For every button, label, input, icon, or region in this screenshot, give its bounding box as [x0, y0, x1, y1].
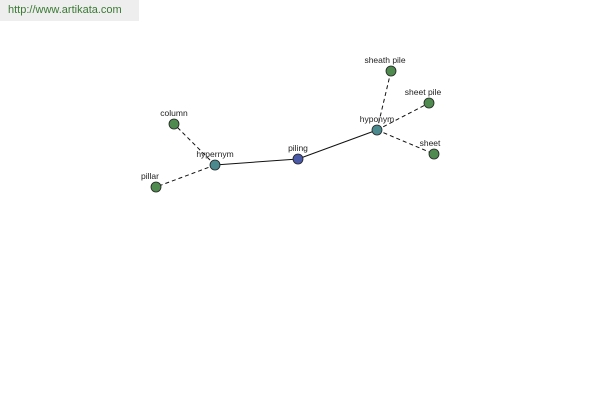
node-sheath-pile[interactable]	[385, 65, 397, 77]
graph-nodes	[150, 65, 440, 193]
label-sheath-pile[interactable]: sheath pile	[364, 55, 405, 65]
edge-piling-hyponym	[297, 129, 378, 160]
node-sheet-pile[interactable]	[423, 97, 435, 109]
label-hyponym[interactable]: hyponym	[360, 114, 395, 124]
label-pillar[interactable]: pillar	[141, 171, 159, 181]
node-column[interactable]	[168, 118, 180, 130]
label-sheet-pile[interactable]: sheet pile	[405, 87, 442, 97]
edge-hypernym-pillar	[155, 164, 216, 188]
node-pillar[interactable]	[150, 181, 162, 193]
label-piling[interactable]: piling	[288, 143, 308, 153]
edge-piling-hypernym	[214, 158, 299, 166]
edge-hyponym-sheet-pile	[376, 102, 430, 131]
label-sheet[interactable]: sheet	[420, 138, 441, 148]
node-sheet[interactable]	[428, 148, 440, 160]
edge-hypernym-column	[173, 123, 216, 166]
graph-labels: piling hypernym column pillar hyponym sheath …	[141, 55, 441, 181]
graph-edges	[155, 70, 435, 188]
node-hyponym[interactable]	[371, 124, 383, 136]
label-hypernym[interactable]: hypernym	[196, 149, 233, 159]
source-url-banner[interactable]: http://www.artikata.com	[0, 0, 139, 21]
node-piling[interactable]	[292, 153, 304, 165]
node-hypernym[interactable]	[209, 159, 221, 171]
edge-hyponym-sheet	[376, 129, 435, 155]
label-column[interactable]: column	[160, 108, 188, 118]
edge-hyponym-sheath-pile	[376, 70, 392, 131]
